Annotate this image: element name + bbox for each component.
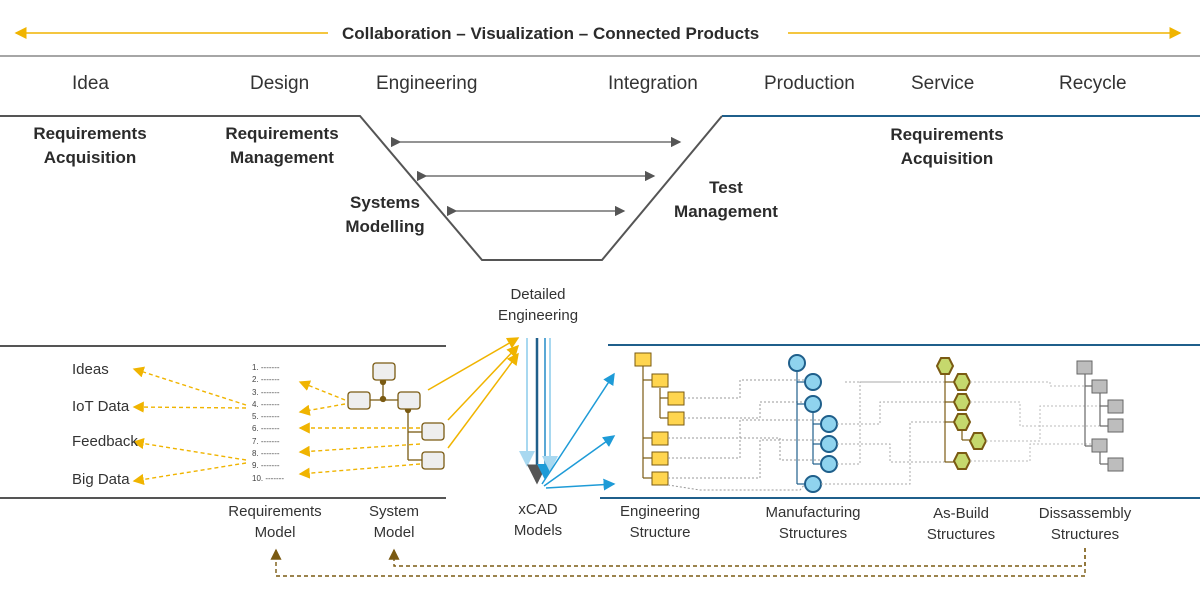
list-item: 10. ------- bbox=[252, 473, 284, 483]
phase-production: Production bbox=[764, 73, 855, 94]
bottom-feedback-connectors bbox=[270, 548, 1086, 577]
list-item: 6. ------- bbox=[252, 424, 280, 434]
left-item-arrows bbox=[132, 366, 247, 485]
list-item: 8. ------- bbox=[252, 449, 280, 459]
mfg-asbuild-connectors bbox=[821, 381, 952, 485]
left-item-ideas: Ideas bbox=[72, 361, 109, 378]
left-item-big-data: Big Data bbox=[72, 471, 130, 488]
list-item: 2. ------- bbox=[252, 375, 280, 385]
requirements-numbered-list: 1. ------- 2. ------- 3. ------- 4. ----… bbox=[252, 362, 284, 485]
list-item: 9. ------- bbox=[252, 461, 280, 471]
disassembly-structure-tree bbox=[1076, 360, 1124, 472]
list-item: 5. ------- bbox=[252, 412, 280, 422]
engineering-structure-tree bbox=[634, 352, 685, 486]
left-item-iot-data: IoT Data bbox=[72, 398, 130, 415]
asbuild-structure-tree bbox=[935, 357, 988, 470]
eng-mfg-connectors bbox=[667, 379, 820, 491]
system-model-graphic bbox=[347, 362, 445, 470]
phase-service: Service bbox=[911, 73, 975, 94]
to-eng-structure-arrows bbox=[541, 372, 616, 491]
phase-integration: Integration bbox=[608, 73, 698, 94]
asbuild-disassembly-connectors bbox=[970, 381, 1108, 462]
manufacturing-structure-tree bbox=[788, 354, 838, 493]
banner-title: Collaboration – Visualization – Connecte… bbox=[342, 24, 760, 43]
phase-engineering: Engineering bbox=[376, 73, 478, 94]
list-item: 1. ------- bbox=[252, 363, 280, 372]
system-to-list-arrows bbox=[298, 380, 421, 479]
v-model-left bbox=[0, 115, 723, 261]
list-item: 3. ------- bbox=[252, 387, 280, 397]
to-detailed-eng-arrows bbox=[427, 337, 520, 449]
phase-idea: Idea bbox=[72, 73, 109, 94]
phase-recycle: Recycle bbox=[1059, 73, 1127, 94]
left-item-feedback: Feedback bbox=[72, 433, 138, 450]
list-item: 4. ------- bbox=[252, 399, 280, 409]
phase-design: Design bbox=[250, 73, 310, 94]
list-item: 7. ------- bbox=[252, 436, 280, 446]
